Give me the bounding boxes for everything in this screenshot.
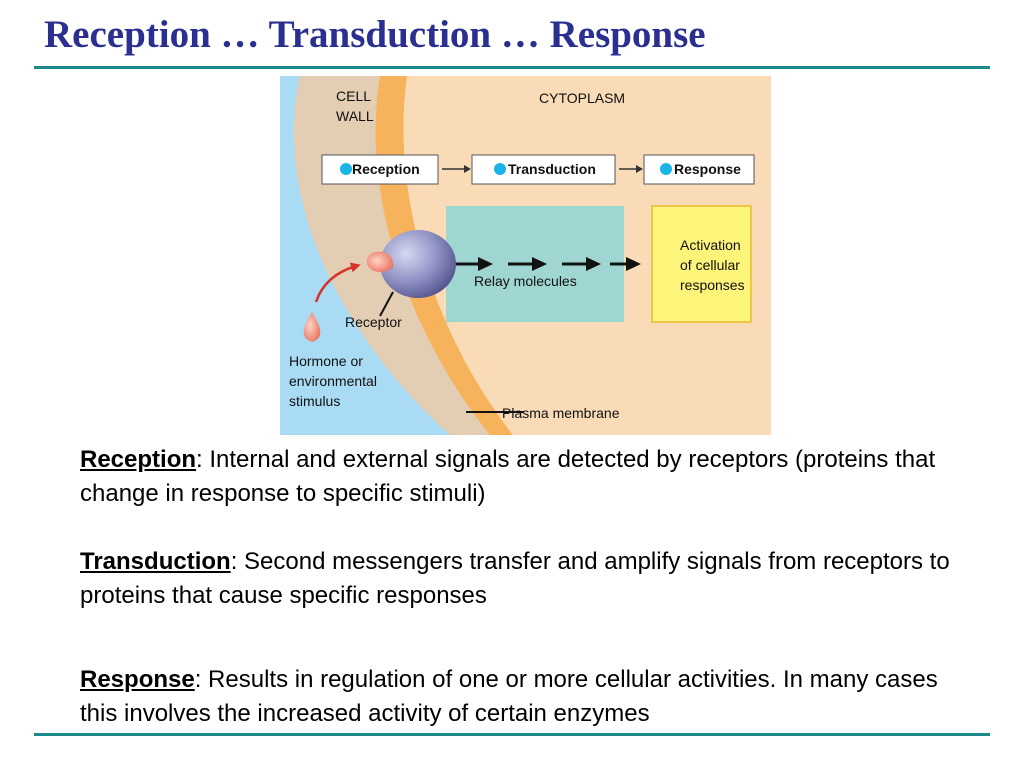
relay-molecules-label: Relay molecules bbox=[474, 273, 577, 289]
stage-dot-icon bbox=[494, 163, 506, 175]
stage-dot-icon bbox=[660, 163, 672, 175]
signal-pathway-diagram: CELL WALL CYTOPLASM Reception Transducti… bbox=[280, 76, 771, 435]
hormone-label: environmental bbox=[289, 373, 377, 389]
activation-label: Activation bbox=[680, 237, 741, 253]
hormone-label: stimulus bbox=[289, 393, 340, 409]
response-paragraph: Response: Results in regulation of one o… bbox=[80, 663, 980, 731]
hormone-label: Hormone or bbox=[289, 353, 363, 369]
stage-box-reception: Reception bbox=[321, 154, 439, 185]
binding-arrow-icon bbox=[314, 262, 361, 303]
stage-box-response: Response bbox=[643, 154, 755, 185]
cytoplasm-label: CYTOPLASM bbox=[539, 90, 625, 106]
stage-arrow-icon bbox=[442, 165, 643, 173]
activation-label: responses bbox=[680, 277, 745, 293]
receptor-protein bbox=[380, 230, 456, 298]
activation-box bbox=[651, 205, 752, 323]
transduction-paragraph: Transduction: Second messengers transfer… bbox=[80, 545, 980, 613]
stage-label-reception: Reception bbox=[352, 161, 420, 177]
reception-text: : Internal and external signals are dete… bbox=[80, 446, 936, 507]
bound-hormone bbox=[366, 251, 394, 273]
slide-title: Reception … Transduction … Response bbox=[44, 13, 706, 56]
stage-box-transduction: Transduction bbox=[471, 154, 616, 185]
response-text: : Results in regulation of one or more c… bbox=[80, 666, 938, 727]
receptor-pointer-line bbox=[379, 291, 394, 317]
top-divider bbox=[34, 66, 990, 69]
stage-label-transduction: Transduction bbox=[508, 161, 596, 177]
cell-wall-label: CELL bbox=[336, 88, 371, 104]
relay-arrow-icon bbox=[454, 257, 641, 271]
bottom-divider bbox=[34, 733, 990, 736]
hormone-droplet bbox=[303, 312, 321, 342]
transduction-text: : Second messengers transfer and amplify… bbox=[80, 548, 950, 609]
plasma-membrane-label: Plasma membrane bbox=[502, 405, 620, 421]
stage-label-response: Response bbox=[674, 161, 741, 177]
receptor-label: Receptor bbox=[345, 314, 402, 330]
response-term: Response bbox=[80, 666, 195, 693]
cell-wall-label: WALL bbox=[336, 108, 374, 124]
reception-paragraph: Reception: Internal and external signals… bbox=[80, 443, 980, 511]
reception-term: Reception bbox=[80, 446, 197, 473]
stage-dot-icon bbox=[340, 163, 352, 175]
activation-label: of cellular bbox=[680, 257, 740, 273]
transduction-term: Transduction bbox=[80, 548, 231, 575]
